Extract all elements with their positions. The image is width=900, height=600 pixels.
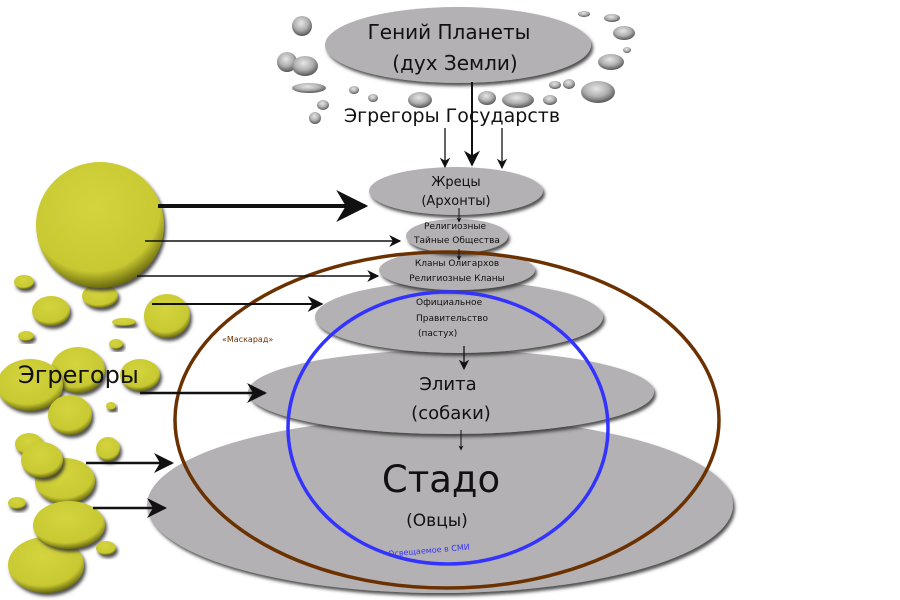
egregor-bubble-icon xyxy=(21,442,63,478)
bubble-icon xyxy=(408,92,432,108)
level-secret-societies-line2: Тайные Общества xyxy=(413,236,500,246)
egregor-bubble-icon xyxy=(8,537,84,593)
egregor-bubble-icon xyxy=(120,359,160,391)
bubble-icon xyxy=(613,26,635,40)
maskarad-ring xyxy=(173,250,721,590)
level-secret-societies-line1: Религиозные xyxy=(424,222,486,232)
level-clans-line1: Кланы Олигархов xyxy=(415,259,499,269)
egregor-bubble-icon xyxy=(0,359,63,411)
level-clans-line2: Религиозные Кланы xyxy=(409,274,504,284)
top-bubbles xyxy=(277,11,635,124)
top-arrows xyxy=(439,82,508,451)
egregor-bubble-icon xyxy=(48,395,92,435)
egregor-bubble-icon xyxy=(51,347,105,393)
egregor-bubble-icon xyxy=(96,437,120,461)
top-genius-disc xyxy=(325,7,591,83)
egregor-bubble-icon xyxy=(18,331,34,341)
level-priests-line1: Жрецы xyxy=(431,175,480,190)
bubble-icon xyxy=(563,79,575,89)
egregor-bubble-icon xyxy=(109,339,123,349)
level-government-line3: (пастух) xyxy=(418,329,457,339)
bubble-icon xyxy=(598,54,624,70)
level-elite-disc xyxy=(248,350,654,434)
level-government-line1: Официальное xyxy=(416,298,483,308)
egregor-bubble-icon xyxy=(112,318,136,326)
egregors-label: Эгрегоры xyxy=(18,361,139,389)
egregor-bubble-icon xyxy=(106,402,116,410)
level-elite-line1: Элита xyxy=(419,374,476,395)
bubble-icon xyxy=(317,100,329,110)
egregor-bubble-icon xyxy=(33,501,105,549)
level-secret-societies-disc xyxy=(406,219,508,253)
level-herd-disc xyxy=(147,417,733,593)
large-egregor-bubble-icon xyxy=(36,162,164,288)
maskarad-label: «Маскарад» xyxy=(222,335,273,344)
bubble-icon xyxy=(277,52,297,72)
egregor-bubble-icon xyxy=(8,497,26,509)
bubble-icon xyxy=(292,56,318,76)
bubble-icon xyxy=(292,16,312,36)
level-priests-line2: (Архонты) xyxy=(421,194,490,209)
bubble-icon xyxy=(581,81,615,103)
bubble-icon xyxy=(549,81,561,89)
level-clans-disc xyxy=(379,250,535,290)
top-label-line2: (дух Земли) xyxy=(392,51,517,75)
state-egregors-label: Эгрегоры Государств xyxy=(344,105,560,127)
egregor-bubble-icon xyxy=(82,284,118,308)
level-government-disc xyxy=(315,281,603,353)
level-herd-line1: Стадо xyxy=(382,458,500,501)
bubble-icon xyxy=(349,86,359,94)
egregor-arrows xyxy=(86,190,402,518)
media-ring xyxy=(286,290,610,566)
level-elite-line2: (собаки) xyxy=(411,403,491,424)
bubble-icon xyxy=(309,112,321,124)
egregor-bubble-icon xyxy=(14,275,34,289)
level-priests-disc xyxy=(369,167,543,215)
level-government-line2: Правительство xyxy=(416,314,488,324)
egregor-bubble-icon xyxy=(144,294,190,338)
egregor-bubble-icon xyxy=(96,541,116,555)
bubble-icon xyxy=(623,47,631,53)
bubble-icon xyxy=(604,14,620,22)
top-label-line1: Гений Планеты xyxy=(368,20,531,44)
bubble-icon xyxy=(578,11,590,17)
egregor-bubble-icon xyxy=(32,296,70,326)
bubble-icon xyxy=(478,91,496,105)
bubble-icon xyxy=(368,94,378,102)
bubble-icon xyxy=(292,83,326,93)
bubble-icon xyxy=(502,92,534,108)
bubble-icon xyxy=(543,95,557,105)
level-herd-line2: (Овцы) xyxy=(406,511,468,531)
labels: Гений Планеты (дух Земли) Эгрегоры Госуд… xyxy=(18,20,560,559)
